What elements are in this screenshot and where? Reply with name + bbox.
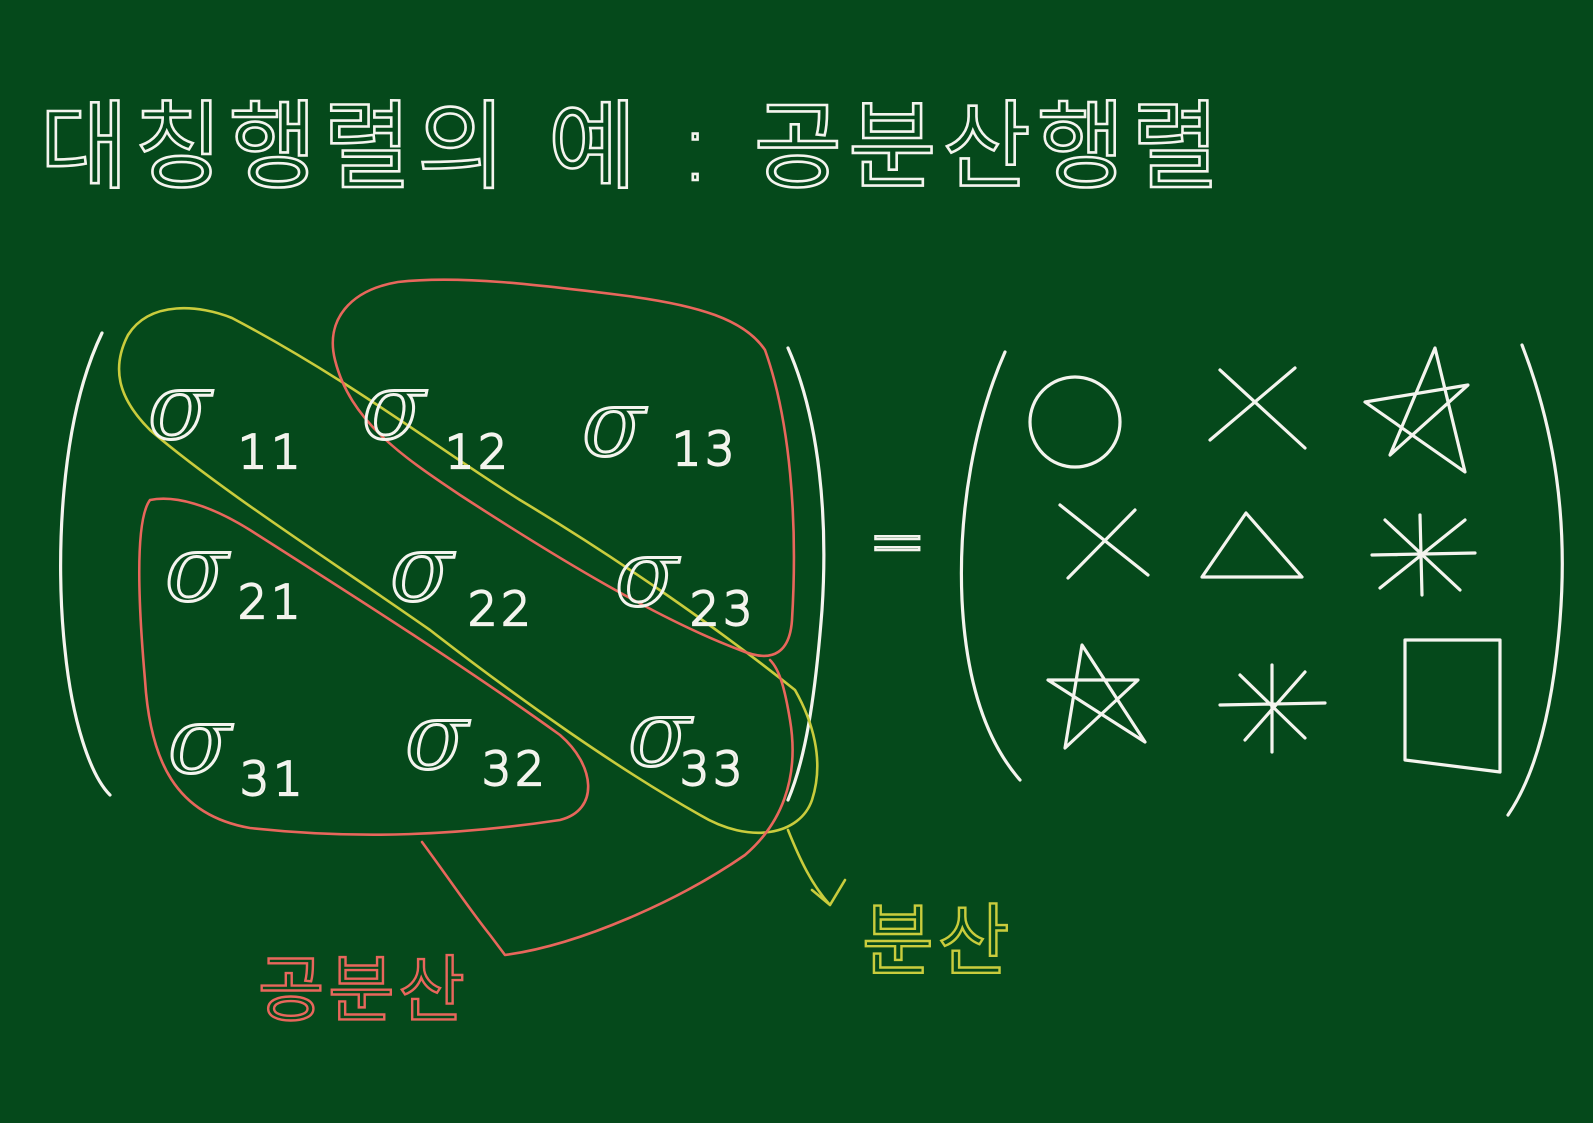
x-icon <box>1058 503 1150 580</box>
variance-pointer <box>786 828 847 907</box>
star-icon <box>1046 643 1147 750</box>
circle-icon <box>1028 375 1122 469</box>
matrix-entry-12: σ 12 <box>361 352 512 481</box>
svg-text:33: 33 <box>680 742 747 796</box>
symbol-matrix <box>1028 346 1502 774</box>
matrix-entry-21: σ 21 <box>164 514 305 631</box>
covariance-upper-region-outline <box>331 278 796 658</box>
left-matrix-entries: σ 11 σ 12 σ 13 σ 21 σ 22 σ 23 σ 31 σ 32 <box>147 352 757 808</box>
svg-text:σ: σ <box>148 353 213 460</box>
svg-text:31: 31 <box>240 752 307 806</box>
variance-region-outline <box>117 306 819 835</box>
svg-text:21: 21 <box>238 575 305 629</box>
svg-text:12: 12 <box>445 425 512 479</box>
variance-label: 분산 <box>862 897 1014 987</box>
matrix-entry-23: σ 23 <box>614 519 757 638</box>
matrix-entry-33: σ 33 <box>627 679 747 798</box>
covariance-lower-region-outline <box>137 497 590 836</box>
left-matrix-open-bracket <box>59 331 112 797</box>
svg-text:σ: σ <box>582 370 647 477</box>
svg-text:11: 11 <box>238 425 305 479</box>
triangle-icon <box>1200 511 1304 579</box>
matrix-entry-22: σ 22 <box>389 514 535 638</box>
left-matrix-close-bracket <box>786 346 826 802</box>
svg-text:σ: σ <box>615 520 680 627</box>
svg-text:22: 22 <box>468 582 535 636</box>
svg-text:σ: σ <box>165 515 230 622</box>
asterisk-icon <box>1370 513 1477 597</box>
matrix-entry-11: σ 11 <box>147 352 305 481</box>
svg-text:σ: σ <box>168 687 233 794</box>
svg-text:σ: σ <box>405 683 470 790</box>
title: 대칭행렬의 예 : 공분산행렬 <box>40 91 1225 203</box>
star-icon <box>1363 346 1470 474</box>
svg-text:32: 32 <box>482 742 549 796</box>
svg-text:13: 13 <box>672 422 739 476</box>
square-icon <box>1403 638 1502 774</box>
svg-text:23: 23 <box>690 582 757 636</box>
covariance-label: 공분산 <box>258 948 469 1032</box>
svg-text:σ: σ <box>628 680 693 787</box>
covariance-pointer <box>420 658 794 957</box>
svg-text:σ: σ <box>390 515 455 622</box>
matrix-entry-32: σ 32 <box>404 682 549 798</box>
right-matrix-close-bracket <box>1506 343 1564 817</box>
asterisk-icon <box>1218 663 1327 754</box>
matrix-entry-31: σ 31 <box>167 686 307 808</box>
x-icon <box>1208 366 1307 450</box>
svg-text:σ: σ <box>362 353 427 460</box>
equals-sign: = <box>868 500 927 582</box>
matrix-entry-13: σ 13 <box>581 369 739 479</box>
right-matrix-open-bracket <box>959 350 1022 782</box>
